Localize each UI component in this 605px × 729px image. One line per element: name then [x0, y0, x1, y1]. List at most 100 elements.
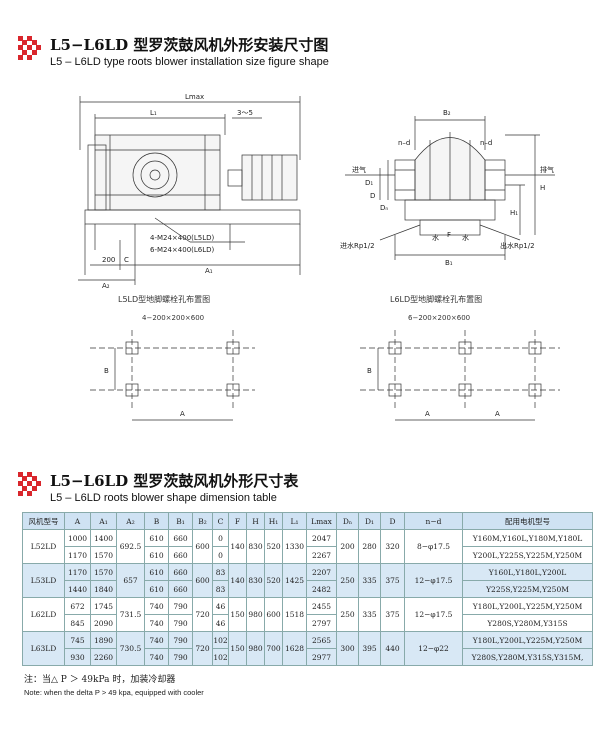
cell-h: 980 [246, 597, 265, 632]
cell-b1: 660 [168, 546, 193, 564]
dim-f-label: F [447, 231, 451, 239]
cell-l1: 1425 [282, 563, 307, 598]
water-inlet-label: 进水Rp1/2 [340, 241, 375, 250]
column-header-0: 风机型号 [22, 512, 65, 530]
column-header-1: A [64, 512, 91, 530]
cell-a1: 2090 [90, 614, 117, 632]
cell-model: L52LD [22, 529, 65, 564]
cell-d1: 335 [358, 597, 381, 632]
cell-b: 610 [144, 529, 169, 547]
cell-b: 610 [144, 563, 169, 581]
cell-b1: 790 [168, 614, 193, 632]
dim-gap-label: 3～5 [237, 109, 253, 117]
cell-motor: Y180L,Y200L,Y225M,Y250M [462, 597, 593, 615]
cell-dn: 200 [336, 529, 359, 564]
cell-d: 375 [380, 563, 405, 598]
cell-lmax: 2797 [306, 614, 337, 632]
side-view-drawing [78, 96, 301, 285]
page-title-en: L5 – L6LD type roots blower installation… [50, 56, 329, 68]
cell-f: 140 [228, 563, 247, 598]
column-header-11: L₁ [282, 512, 307, 530]
cell-c: 102 [212, 631, 229, 649]
cell-h1: 520 [264, 563, 283, 598]
column-header-3: A₂ [116, 512, 145, 530]
cell-lmax: 2977 [306, 648, 337, 666]
cell-a2: 731.5 [116, 597, 145, 632]
cell-a1: 1570 [90, 563, 117, 581]
column-header-10: H₁ [264, 512, 283, 530]
page-title-cn: L5−L6LD 型罗茨鼓风机外形安装尺寸图 [50, 36, 329, 54]
cell-a: 1440 [64, 580, 91, 598]
cell-b2: 720 [192, 597, 213, 632]
dim-h-label: H [540, 184, 545, 192]
cell-a: 930 [64, 648, 91, 666]
water-label-right: 水 [462, 233, 469, 242]
cell-dn: 250 [336, 597, 359, 632]
cell-h1: 700 [264, 631, 283, 666]
cell-lmax: 2207 [306, 563, 337, 581]
cell-b: 740 [144, 631, 169, 649]
bolt-spec-l5: 4-M24×400(L5LD) [150, 234, 215, 242]
column-header-15: D [380, 512, 405, 530]
bolt-spec-l6: 6-M24×400(L6LD) [150, 246, 215, 254]
cell-a: 672 [64, 597, 91, 615]
column-header-8: F [228, 512, 247, 530]
cell-d1: 280 [358, 529, 381, 564]
cell-f: 150 [228, 597, 247, 632]
cell-a2: 657 [116, 563, 145, 598]
cell-a1: 1840 [90, 580, 117, 598]
column-header-4: B [144, 512, 169, 530]
table-title-en: L5 – L6LD roots blower shape dimension t… [50, 492, 277, 504]
cell-b: 740 [144, 597, 169, 615]
cell-b1: 790 [168, 631, 193, 649]
water-label-left: 水 [432, 233, 439, 242]
cell-c: 83 [212, 580, 229, 598]
cell-model: L63LD [22, 631, 65, 666]
brand-logo-icon [18, 36, 41, 60]
holes-l6-label: 6−200×200×600 [408, 314, 470, 322]
inlet-label: 进气 [352, 165, 366, 174]
cooler-note-en: Note: when the delta P > 49 kpa, equippe… [24, 688, 204, 697]
cell-h: 830 [246, 563, 265, 598]
cell-b: 740 [144, 614, 169, 632]
plan-l6-dim-a-2: A [495, 410, 500, 418]
cell-l1: 1330 [282, 529, 307, 564]
cell-a: 1170 [64, 546, 91, 564]
cell-b: 610 [144, 546, 169, 564]
cell-a2: 730.5 [116, 631, 145, 666]
end-view-drawing [345, 116, 555, 260]
column-header-17: 配用电机型号 [462, 512, 593, 530]
cell-h: 830 [246, 529, 265, 564]
cell-motor: Y180L,Y200L,Y225M,Y250M [462, 631, 593, 649]
dim-200-label: 200 [102, 256, 115, 264]
cell-b2: 600 [192, 563, 213, 598]
cell-a: 745 [64, 631, 91, 649]
cell-nd: 12−φ22 [404, 631, 463, 666]
column-header-6: B₂ [192, 512, 213, 530]
cell-a1: 1745 [90, 597, 117, 615]
plan-l5-dim-b: B [104, 367, 109, 375]
cell-motor: Y160L,Y180L,Y200L [462, 563, 593, 581]
dim-a1-label: A₁ [205, 267, 213, 275]
cell-dn: 250 [336, 563, 359, 598]
plan-l5-drawing [90, 330, 255, 421]
cell-b2: 720 [192, 631, 213, 666]
dim-l1-label: L₁ [150, 109, 157, 117]
cell-h1: 520 [264, 529, 283, 564]
cell-c: 0 [212, 529, 229, 547]
cell-a: 845 [64, 614, 91, 632]
cell-lmax: 2565 [306, 631, 337, 649]
cell-motor: Y280S,Y280M,Y315S [462, 614, 593, 632]
column-header-13: Dₙ [336, 512, 359, 530]
cell-f: 150 [228, 631, 247, 666]
cell-d: 320 [380, 529, 405, 564]
dim-a2-label: A₂ [102, 282, 110, 290]
